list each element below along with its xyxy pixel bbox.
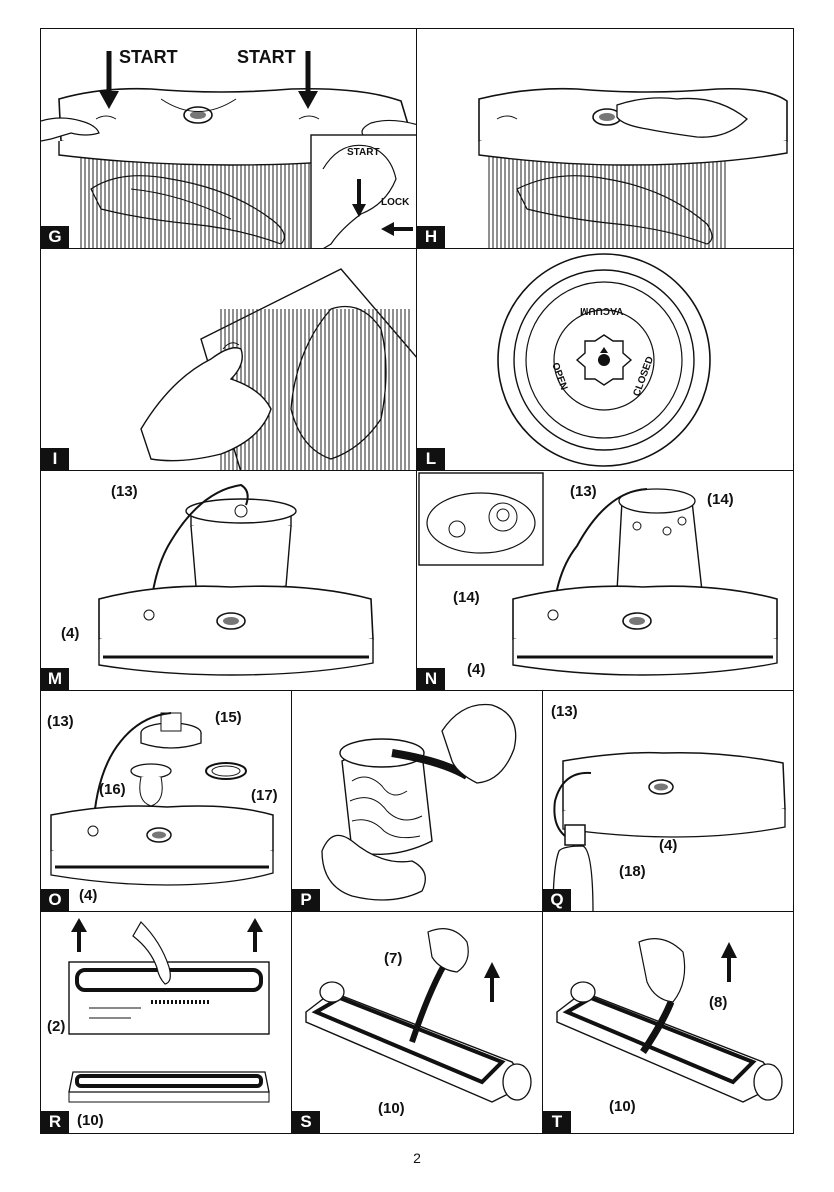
panel-t-tag: T — [543, 1111, 571, 1133]
start-label-right: START — [237, 47, 296, 68]
label-18-q: (18) — [619, 863, 646, 880]
illustration-h — [417, 29, 794, 249]
panel-s: (7) (10) S — [291, 911, 543, 1134]
label-17-o: (17) — [251, 787, 278, 804]
panel-s-tag: S — [292, 1111, 320, 1133]
start-label-inset: START — [347, 147, 380, 158]
illustration-t — [543, 912, 794, 1134]
label-8-t: (8) — [709, 994, 727, 1011]
label-16-o: (16) — [99, 781, 126, 798]
label-14-n-inset: (14) — [453, 589, 480, 606]
label-10-t: (10) — [609, 1098, 636, 1115]
panel-g: START START START LOCK G — [40, 28, 417, 249]
label-13-q: (13) — [551, 703, 578, 720]
panel-l: VACUUM OPEN CLOSED L — [416, 248, 794, 471]
panel-r-tag: R — [41, 1111, 69, 1133]
panel-o: (13) (15) (16) (17) (4) O — [40, 690, 292, 912]
panel-p: P — [291, 690, 543, 912]
label-15-o: (15) — [215, 709, 242, 726]
start-label-left: START — [119, 47, 178, 68]
illustration-i — [41, 249, 417, 471]
illustration-g — [41, 29, 417, 249]
label-4-n: (4) — [467, 661, 485, 678]
panel-h: H — [416, 28, 794, 249]
panel-o-tag: O — [41, 889, 69, 911]
label-4-m: (4) — [61, 625, 79, 642]
panel-r: (2) (10) R — [40, 911, 292, 1134]
illustration-l-dial — [417, 249, 794, 471]
panel-q: (13) (4) (18) Q — [542, 690, 794, 912]
panel-q-tag: Q — [543, 889, 571, 911]
illustration-m — [41, 471, 417, 691]
illustration-q — [543, 691, 794, 912]
panel-g-tag: G — [41, 226, 69, 248]
label-7-s: (7) — [384, 950, 402, 967]
label-2-r: (2) — [47, 1018, 65, 1035]
label-13-m: (13) — [111, 483, 138, 500]
label-10-s: (10) — [378, 1100, 405, 1117]
page-number: 2 — [0, 1150, 834, 1166]
label-4-q: (4) — [659, 837, 677, 854]
panel-m: (13) (4) M — [40, 470, 417, 691]
label-13-o: (13) — [47, 713, 74, 730]
lock-label-inset: LOCK — [381, 197, 409, 208]
panel-l-tag: L — [417, 448, 445, 470]
panel-n-tag: N — [417, 668, 445, 690]
panel-n: (13) (14) (14) (4) N — [416, 470, 794, 691]
illustration-n — [417, 471, 794, 691]
dial-vacuum-label: VACUUM — [580, 305, 623, 316]
illustration-r — [41, 912, 292, 1134]
label-10-r: (10) — [77, 1112, 104, 1129]
panel-t: (8) (10) T — [542, 911, 794, 1134]
illustration-p — [292, 691, 543, 912]
label-14-n-top: (14) — [707, 491, 734, 508]
panel-h-tag: H — [417, 226, 445, 248]
panel-m-tag: M — [41, 668, 69, 690]
panel-p-tag: P — [292, 889, 320, 911]
panel-i-tag: I — [41, 448, 69, 470]
label-13-n: (13) — [570, 483, 597, 500]
illustration-s — [292, 912, 543, 1134]
label-4-o: (4) — [79, 887, 97, 904]
panel-i: I — [40, 248, 417, 471]
